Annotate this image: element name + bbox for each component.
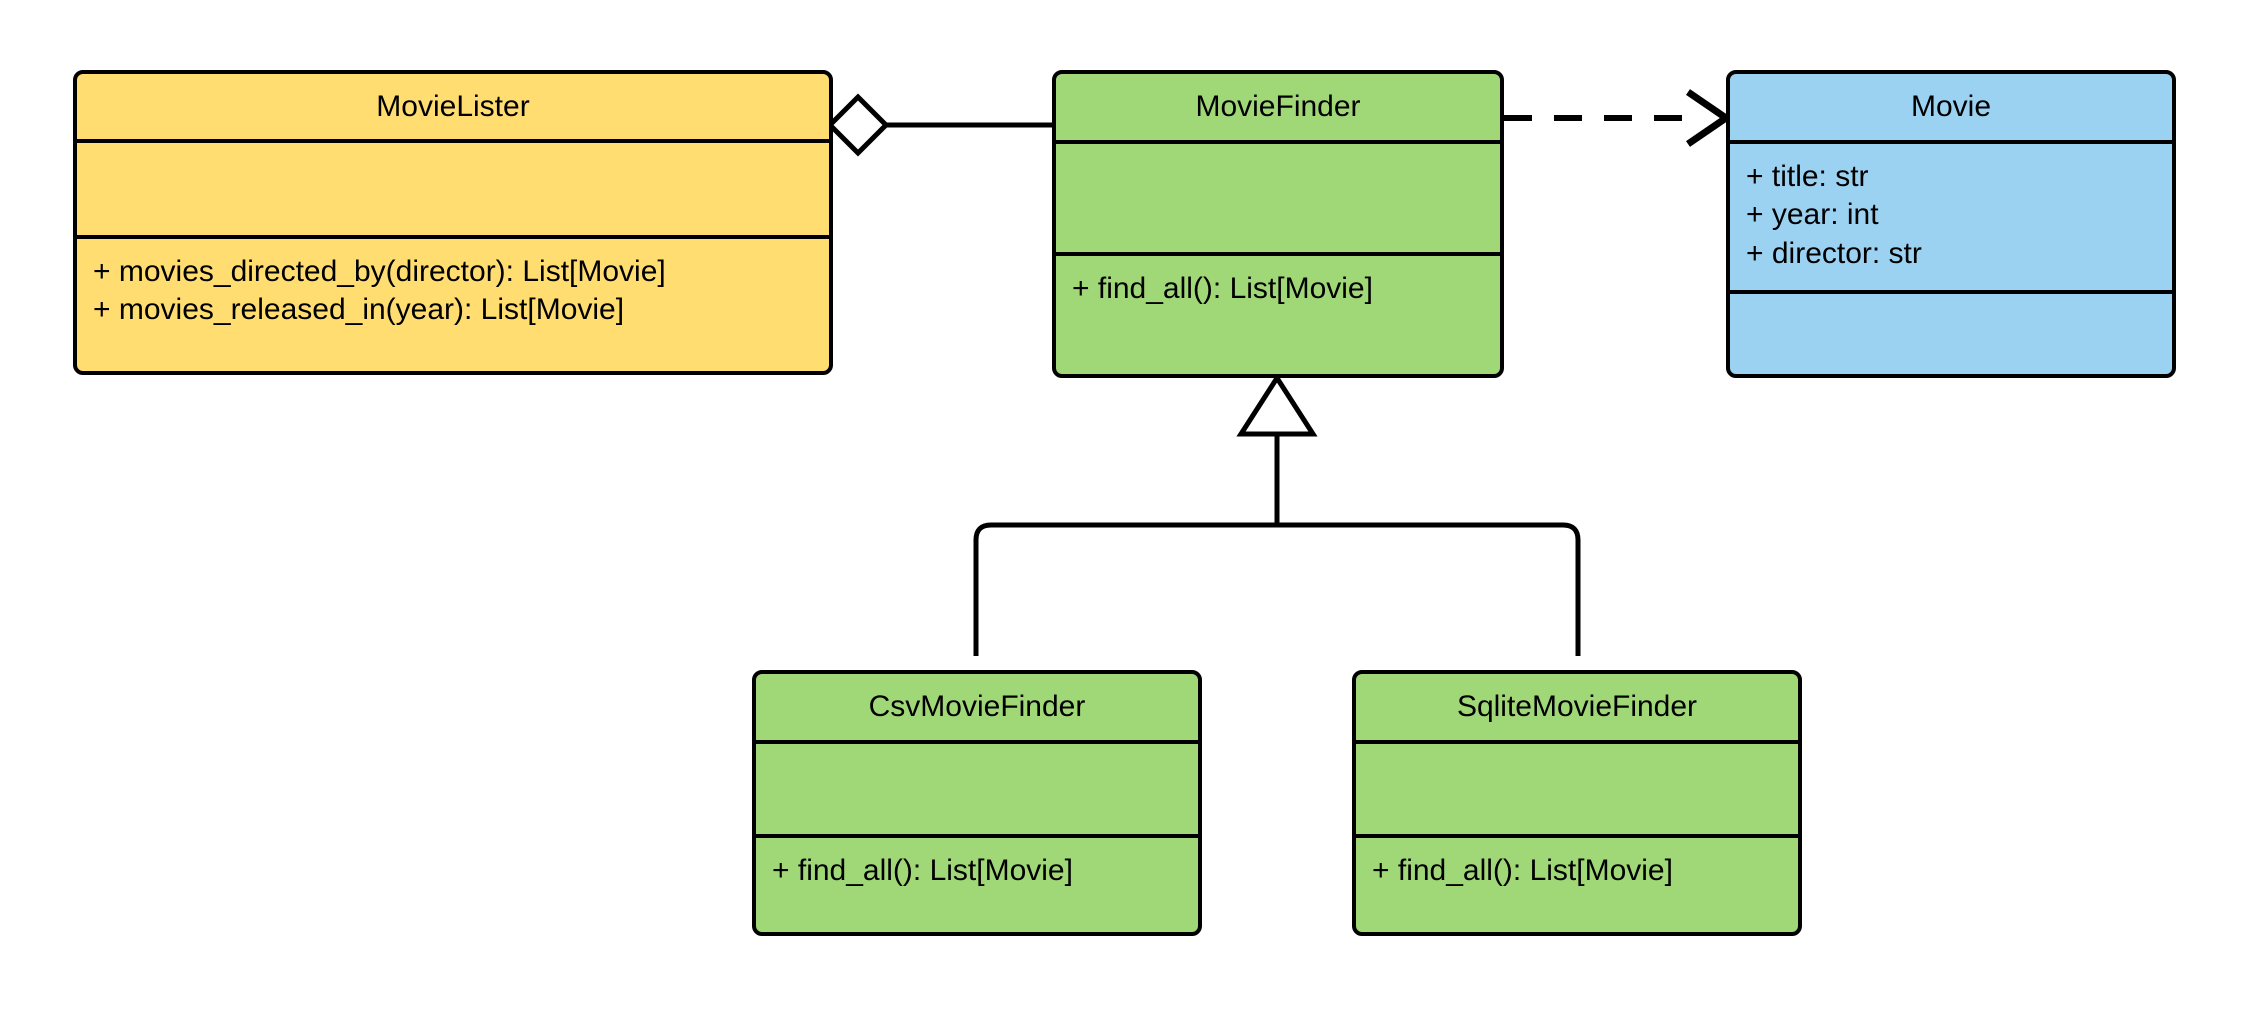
edge-lister-aggregates-finder [826,93,1054,157]
class-name-compartment: MovieFinder [1056,74,1500,140]
method-line: + find_all(): List[Movie] [1372,854,1673,887]
attribute-line: + title: str [1746,160,1869,193]
class-box-movie-lister[interactable]: MovieLister + movies_directed_by(directo… [73,70,833,375]
method-line: + movies_released_in(year): List[Movie] [93,293,625,327]
attributes-compartment [77,139,829,235]
class-name-label: MovieFinder [1195,90,1361,123]
attributes-compartment [1056,140,1500,252]
edge-generalization-tree [973,373,1581,656]
class-name-label: Movie [1910,90,1992,123]
attributes-compartment [756,740,1198,834]
method-line: + find_all(): List[Movie] [772,854,1073,887]
methods-compartment [1730,290,2172,374]
attribute-line: + director: str [1746,236,1922,270]
methods-compartment: + find_all(): List[Movie] [1056,252,1500,374]
class-name-compartment: CsvMovieFinder [756,674,1198,740]
generalization-bus [973,522,1581,656]
attributes-compartment: + title: str + year: int + director: str [1730,140,2172,290]
edge-finder-depends-movie [1504,89,1733,147]
class-name-label: MovieLister [376,89,530,123]
open-arrow-marker [1686,89,1733,147]
class-box-csv-movie-finder[interactable]: CsvMovieFinder + find_all(): List[Movie] [752,670,1202,936]
methods-compartment: + find_all(): List[Movie] [756,834,1198,932]
class-name-compartment: Movie [1730,74,2172,140]
class-box-movie[interactable]: Movie + title: str + year: int + directo… [1726,70,2176,378]
attribute-line: + year: int [1746,198,1879,232]
class-name-compartment: SqliteMovieFinder [1356,674,1798,740]
methods-compartment: + find_all(): List[Movie] [1356,834,1798,932]
class-box-sqlite-movie-finder[interactable]: SqliteMovieFinder + find_all(): List[Mov… [1352,670,1802,936]
class-name-compartment: MovieLister [77,74,829,139]
class-name-label: CsvMovieFinder [868,690,1086,723]
method-line: + find_all(): List[Movie] [1072,272,1373,305]
class-box-movie-finder[interactable]: MovieFinder + find_all(): List[Movie] [1052,70,1504,378]
attributes-compartment [1356,740,1798,834]
method-line: + movies_directed_by(director): List[Mov… [93,255,666,288]
hollow-triangle-marker [1236,373,1318,437]
methods-compartment: + movies_directed_by(director): List[Mov… [77,235,829,371]
hollow-diamond-marker [826,93,890,157]
class-name-label: SqliteMovieFinder [1456,690,1698,723]
